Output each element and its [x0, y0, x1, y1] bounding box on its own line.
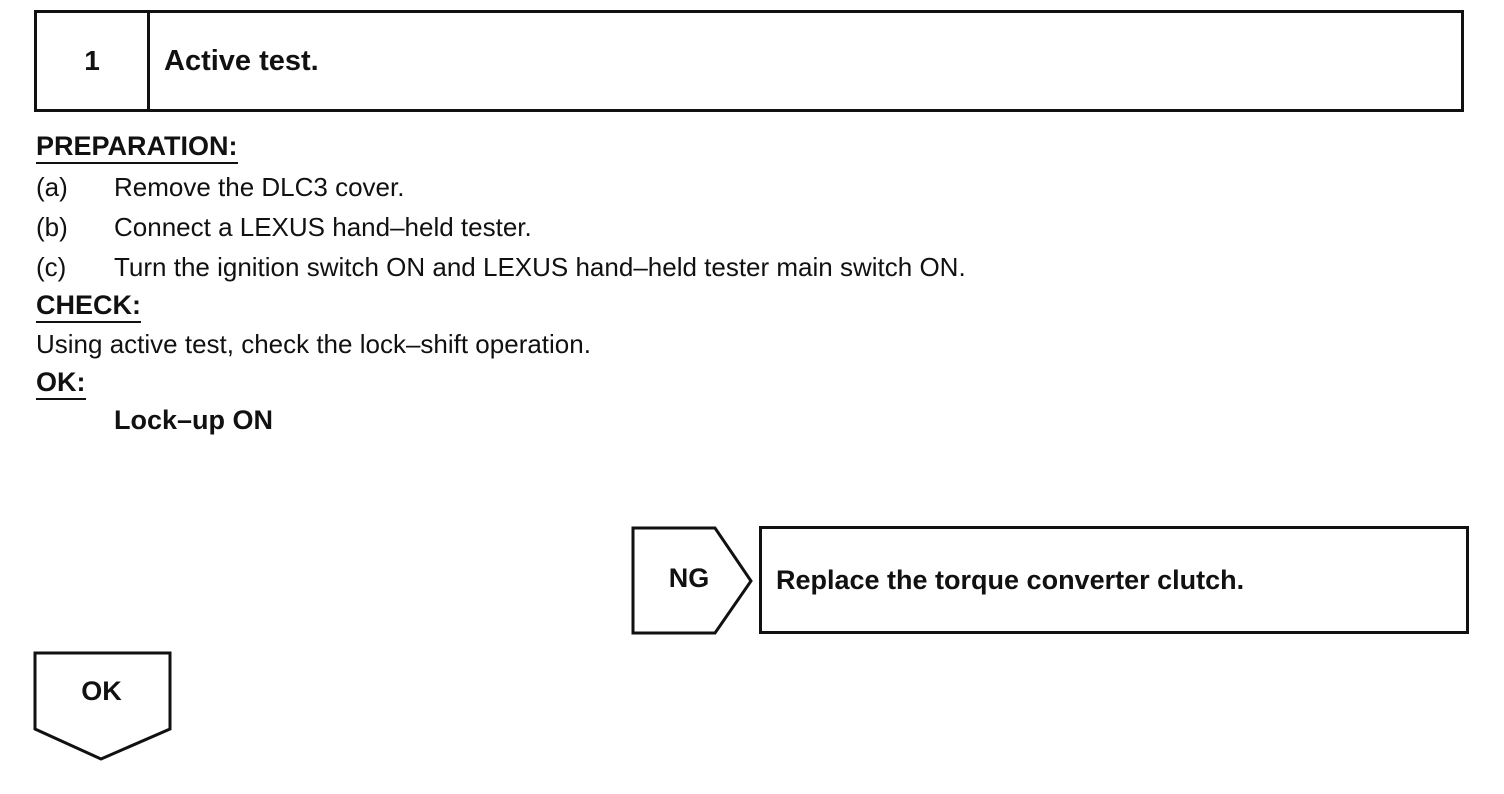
- prep-item-b-letter: (b): [36, 212, 68, 242]
- prep-item-a-text: Remove the DLC3 cover.: [114, 172, 405, 202]
- check-text: Using active test, check the lock–shift …: [36, 329, 591, 359]
- prep-item-c-text: Turn the ignition switch ON and LEXUS ha…: [114, 252, 966, 282]
- preparation-heading: PREPARATION:: [36, 131, 238, 164]
- ng-action-box: Replace the torque converter clutch.: [759, 526, 1469, 634]
- ok-value: Lock–up ON: [114, 405, 274, 435]
- step-header: 1 Active test.: [34, 10, 1464, 112]
- step-title: Active test.: [164, 44, 319, 77]
- ok-branch-label: OK: [81, 676, 122, 706]
- step-number: 1: [37, 13, 150, 109]
- ng-action-text: Replace the torque converter clutch.: [776, 564, 1245, 595]
- prep-item-b-text: Connect a LEXUS hand–held tester.: [114, 212, 532, 242]
- ng-label: NG: [668, 563, 710, 593]
- prep-item-a-letter: (a): [36, 172, 68, 202]
- check-heading: CHECK:: [36, 290, 141, 323]
- ok-arrow-shape: [33, 651, 172, 761]
- ng-arrow-shape: [631, 526, 753, 635]
- ok-heading: OK:: [36, 367, 86, 400]
- prep-item-c-letter: (c): [36, 252, 67, 282]
